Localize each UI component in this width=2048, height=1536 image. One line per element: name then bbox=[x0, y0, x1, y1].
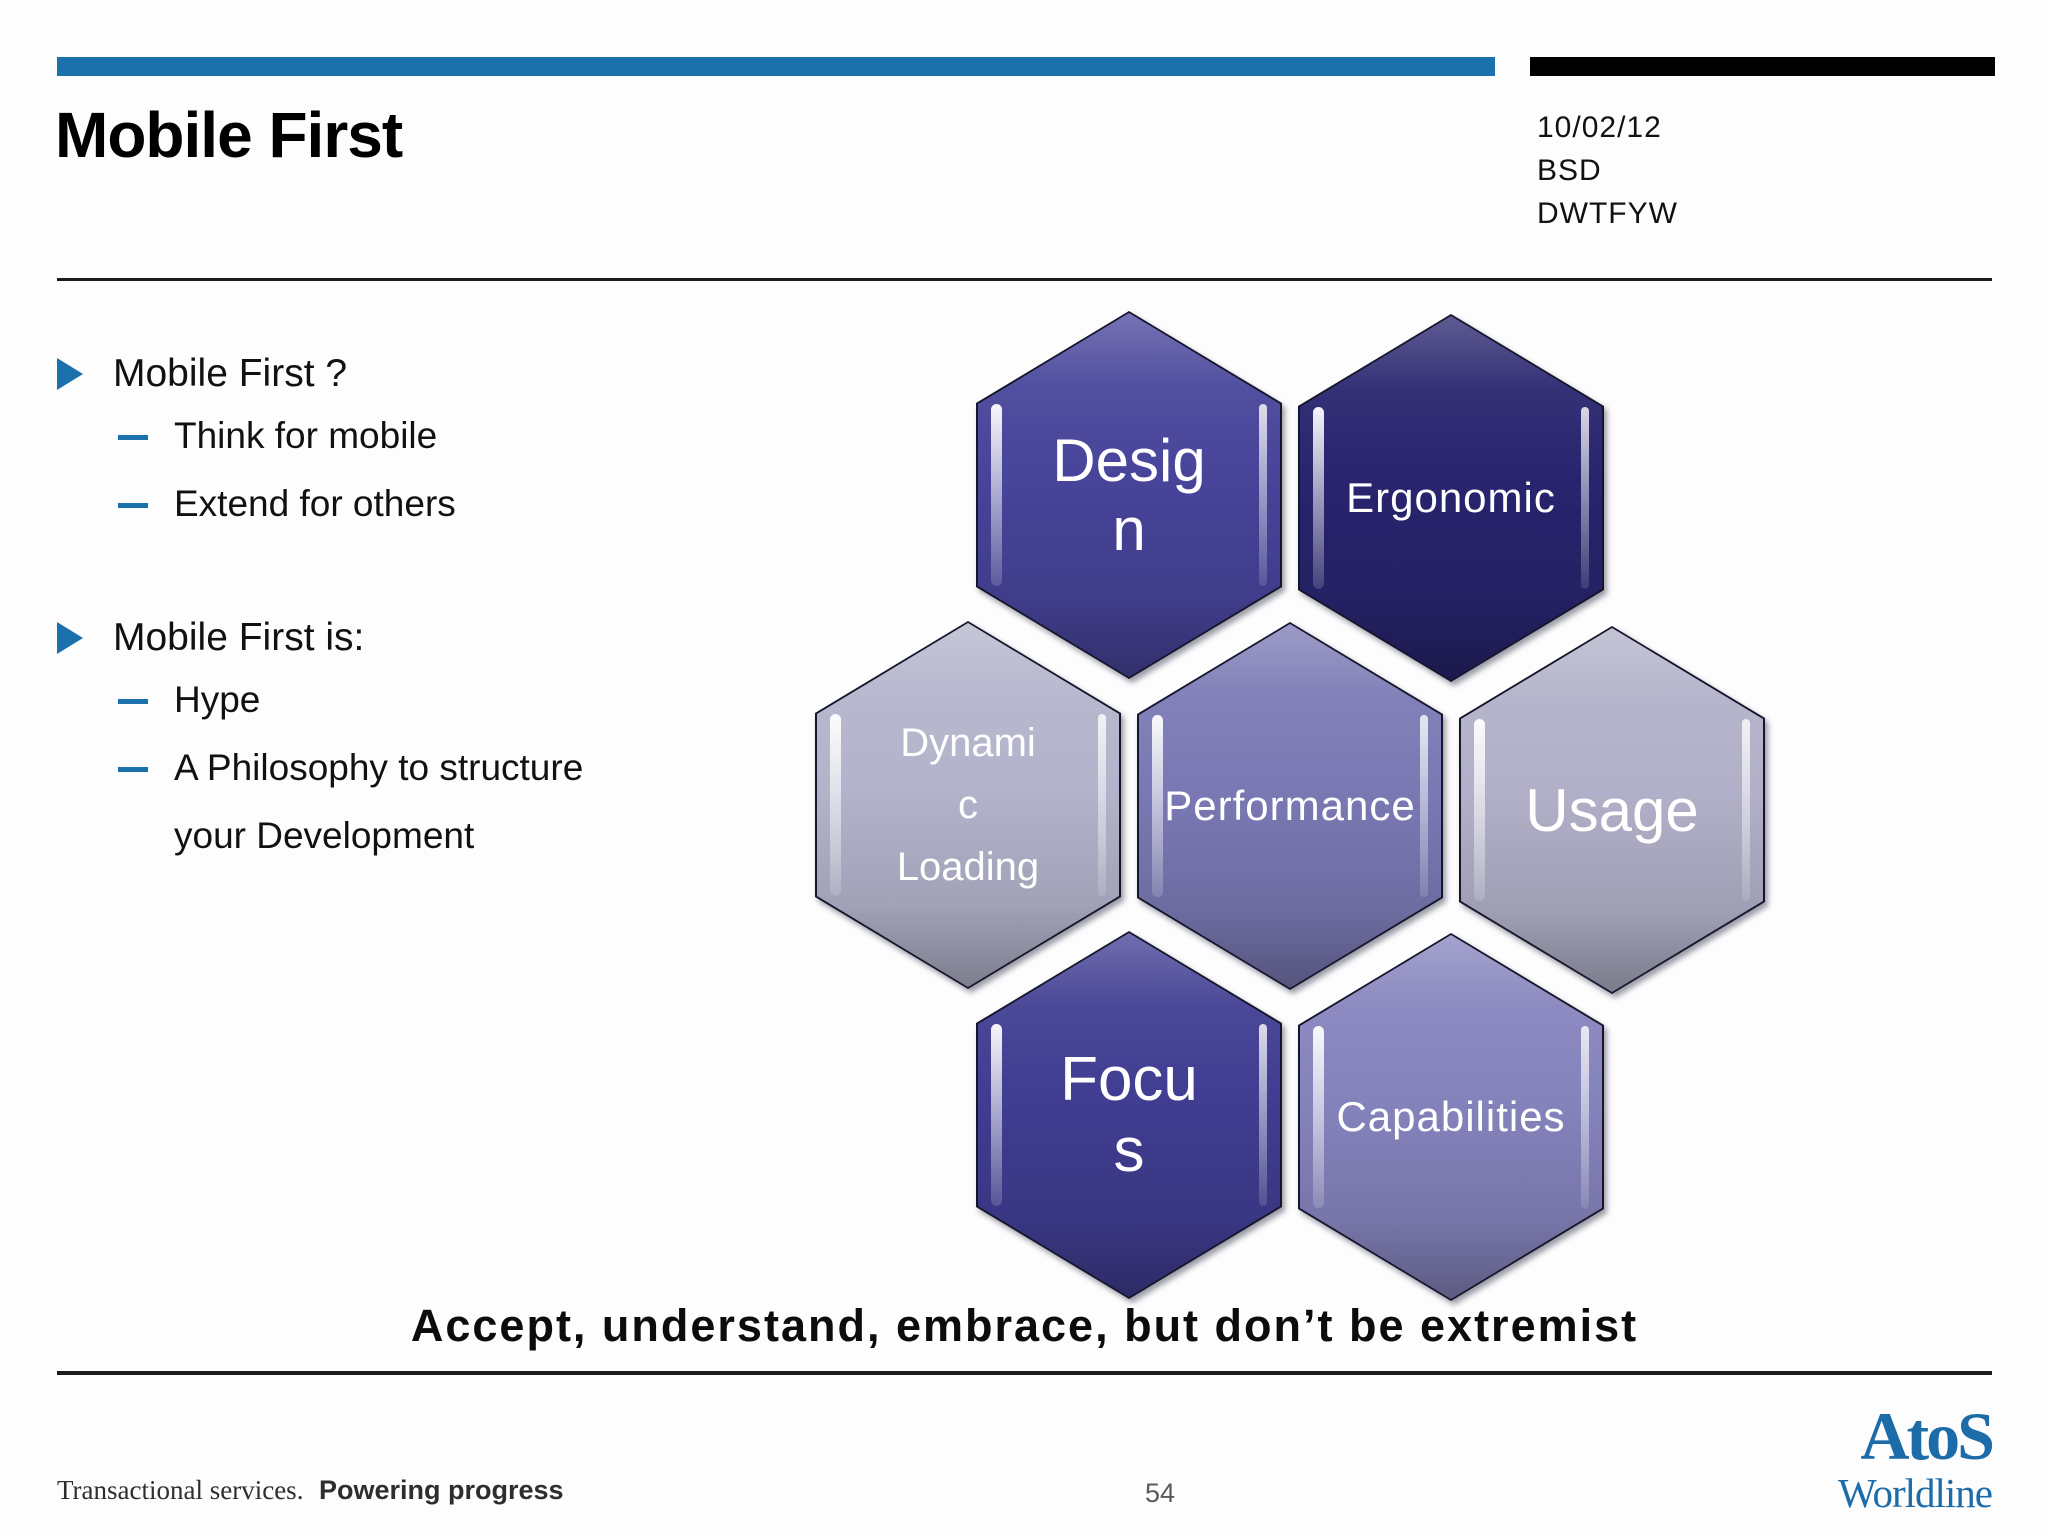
bullet-item-mobile-first: Mobile First ? bbox=[57, 352, 347, 396]
hexagon-label: Performance bbox=[1164, 781, 1416, 829]
bullet-item-mobile-first-is: Mobile First is: bbox=[57, 616, 364, 660]
hexagon-dynamic-loading: Dynami c Loading bbox=[815, 621, 1121, 989]
hexagon-usage: Usage bbox=[1459, 626, 1765, 994]
gloss-highlight bbox=[1581, 1026, 1589, 1208]
footer-brand-text: Transactional services. Powering progres… bbox=[57, 1475, 564, 1506]
hexagon-face bbox=[817, 623, 1119, 987]
date-text: 10/02/12 bbox=[1537, 111, 1662, 144]
triangle-bullet-icon bbox=[57, 358, 83, 390]
gloss-highlight bbox=[1313, 407, 1324, 589]
atos-logo-text: AtoS bbox=[1860, 1398, 1995, 1474]
gloss-highlight bbox=[1313, 1026, 1324, 1208]
sub-bullet-label: Extend for others bbox=[174, 483, 456, 524]
sub-bullet-item: Hype bbox=[118, 666, 678, 734]
sub-bullet-label: Hype bbox=[174, 679, 261, 720]
footer-brand-bold: Powering progress bbox=[318, 1475, 564, 1505]
gloss-highlight bbox=[991, 404, 1002, 586]
tagline: Accept, understand, embrace, but don’t b… bbox=[410, 1300, 1639, 1351]
gloss-highlight bbox=[1259, 1024, 1267, 1206]
gloss-highlight bbox=[1420, 715, 1428, 897]
dash-bullet-icon bbox=[118, 503, 148, 508]
header-black-bar bbox=[1530, 57, 1995, 76]
sub-bullet-item: A Philosophy to structure your Developme… bbox=[118, 734, 678, 870]
sub-bullet-item: Extend for others bbox=[118, 470, 678, 538]
gloss-highlight bbox=[1259, 404, 1267, 586]
sub-bullet-list: Think for mobile Extend for others bbox=[118, 402, 678, 538]
sub-bullet-item: Think for mobile bbox=[118, 402, 678, 470]
hexagon-label: Dynami c Loading bbox=[896, 721, 1040, 889]
hexagon-face bbox=[978, 313, 1280, 677]
date-block: 10/02/12 BSD DWTFYW bbox=[1537, 106, 1678, 235]
hexagon-face bbox=[1300, 316, 1602, 680]
hexagon-capabilities: Capabilities bbox=[1298, 933, 1604, 1301]
worldline-logo-text: Worldline bbox=[1838, 1470, 1993, 1516]
hexagon-performance: Performance bbox=[1137, 622, 1443, 990]
bullet-label: Mobile First is: bbox=[113, 616, 365, 659]
hexagon-label: Capabilities bbox=[1336, 1092, 1566, 1140]
sub-bullet-label: A Philosophy to structure your Developme… bbox=[174, 747, 584, 856]
gloss-highlight bbox=[991, 1024, 1002, 1206]
page-number: 54 bbox=[1145, 1478, 1176, 1508]
ref-line-2: DWTFYW bbox=[1537, 197, 1678, 230]
gloss-highlight bbox=[1152, 715, 1163, 897]
hexagon-focus: Focu s bbox=[976, 931, 1282, 1299]
hexagon-label: Usage bbox=[1525, 776, 1699, 844]
footer-brand-serif: Transactional services. bbox=[57, 1475, 304, 1505]
gloss-highlight bbox=[1581, 407, 1589, 589]
atos-worldline-logo: AtoS Worldline bbox=[1740, 1398, 1995, 1516]
hexagon-design: Desig n bbox=[976, 311, 1282, 679]
hexagon-face bbox=[1139, 624, 1441, 988]
bullet-label: Mobile First ? bbox=[113, 352, 348, 395]
gloss-highlight bbox=[1474, 719, 1485, 901]
header-accent-bar bbox=[57, 57, 1495, 76]
dash-bullet-icon bbox=[118, 699, 148, 704]
triangle-bullet-icon bbox=[57, 622, 83, 654]
dash-bullet-icon bbox=[118, 435, 148, 440]
slide-title: Mobile First bbox=[55, 99, 403, 171]
sub-bullet-list: Hype A Philosophy to structure your Deve… bbox=[118, 666, 678, 870]
hexagon-label: Desig n bbox=[1052, 427, 1206, 563]
dash-bullet-icon bbox=[118, 767, 148, 772]
gloss-highlight bbox=[1098, 714, 1106, 896]
sub-bullet-label: Think for mobile bbox=[174, 415, 438, 456]
hexagon-face bbox=[1461, 628, 1763, 992]
hexagon-label: Focu s bbox=[1060, 1044, 1198, 1185]
hexagon-label: Ergonomic bbox=[1346, 473, 1556, 521]
gloss-highlight bbox=[830, 714, 841, 896]
ref-line-1: BSD bbox=[1537, 154, 1602, 187]
hexagon-ergonomic: Ergonomic bbox=[1298, 314, 1604, 682]
footer-divider bbox=[57, 1371, 1992, 1375]
gloss-highlight bbox=[1742, 719, 1750, 901]
header-divider bbox=[57, 278, 1992, 281]
